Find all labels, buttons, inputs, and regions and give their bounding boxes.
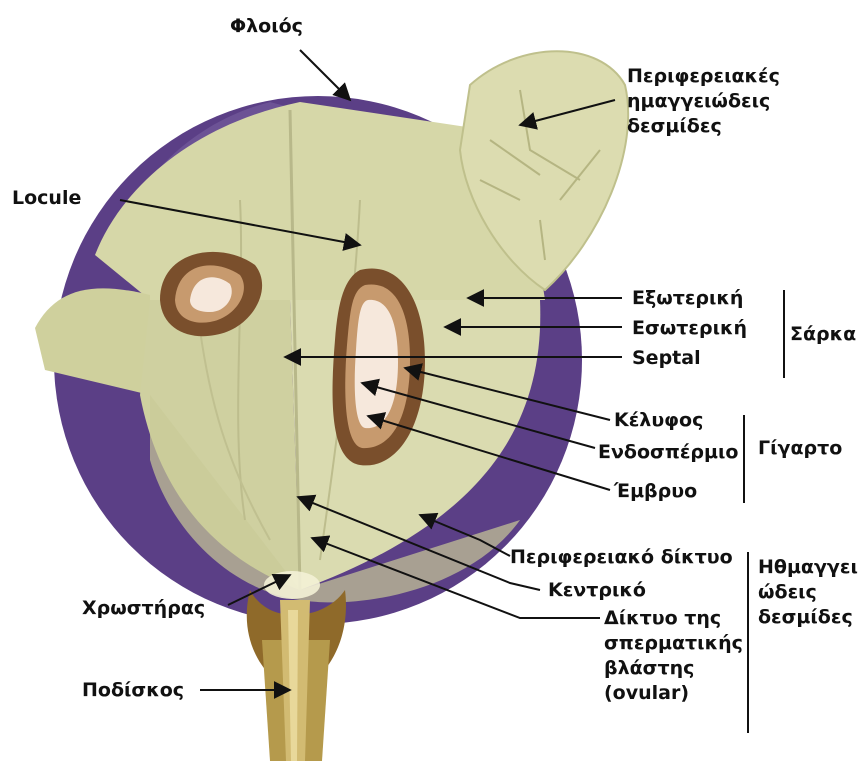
label-peripheral-bundles-line3: δεσμίδες <box>627 114 780 139</box>
label-vascular-group-line2: ώδεις <box>758 580 858 605</box>
label-vascular-group: Ηθμαγγει ώδεις δεσμίδες <box>758 555 858 630</box>
brackets <box>744 290 784 733</box>
arrow-skin <box>300 50 350 100</box>
berry-body <box>35 51 628 624</box>
label-vascular-group-line3: δεσμίδες <box>758 605 858 630</box>
label-outer: Εξωτερική <box>632 286 743 311</box>
label-central: Κεντρικό <box>548 578 646 603</box>
label-peripheral-bundles-line1: Περιφερειακές <box>627 64 780 89</box>
label-septal: Septal <box>632 346 701 371</box>
label-brush: Χρωστήρας <box>82 596 205 621</box>
flesh-left-wedge <box>35 288 150 395</box>
label-ovular: Δίκτυο της σπερματικής βλάστης (ovular) <box>604 606 743 706</box>
label-ovular-line3: βλάστης <box>604 656 743 681</box>
label-vascular-group-line1: Ηθμαγγει <box>758 555 858 580</box>
label-embryo: Έμβρυο <box>614 479 697 504</box>
label-skin: Φλοιός <box>230 14 303 39</box>
label-ovular-line4: (ovular) <box>604 681 743 706</box>
label-peripheral-net: Περιφερειακό δίκτυο <box>510 545 733 570</box>
label-peripheral-bundles-line2: ημαγγειώδεις <box>627 89 780 114</box>
label-endosperm: Ενδοσπέρμιο <box>598 440 738 465</box>
label-peripheral-bundles: Περιφερειακές ημαγγειώδεις δεσμίδες <box>627 64 780 139</box>
brush-glow <box>264 571 320 599</box>
label-locule: Locule <box>12 186 81 211</box>
label-ovular-line1: Δίκτυο της <box>604 606 743 631</box>
label-ovular-line2: σπερματικής <box>604 631 743 656</box>
label-flesh-group: Σάρκα <box>790 322 856 347</box>
label-seed-coat: Κέλυφος <box>614 408 703 433</box>
pedicel <box>247 590 346 761</box>
label-seed-group: Γίγαρτο <box>758 436 842 461</box>
label-inner: Εσωτερική <box>632 316 747 341</box>
label-pedicel: Ποδίσκος <box>82 678 184 703</box>
